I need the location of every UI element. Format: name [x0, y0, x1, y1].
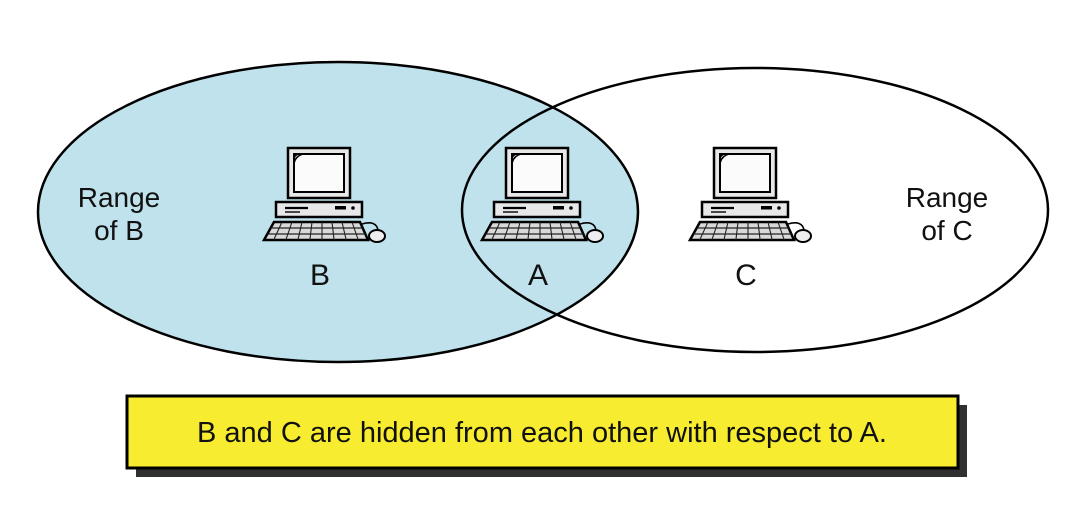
node-label: C: [735, 259, 757, 292]
node-label: A: [528, 259, 548, 292]
caption-text: B and C are hidden from each other with …: [197, 417, 887, 449]
node-label: B: [310, 259, 330, 292]
caption-background: [125, 394, 960, 470]
range-b-label-line2: of B: [94, 215, 144, 246]
caption-box: B and C are hidden from each other with …: [125, 394, 967, 477]
range-b-label-line1: Range: [78, 182, 161, 213]
range-c-label-line2: of C: [921, 215, 972, 246]
range-c-label-line1: Range: [906, 182, 989, 213]
computer-icon-c: [688, 146, 813, 244]
range-c-ellipse: [460, 66, 1050, 354]
